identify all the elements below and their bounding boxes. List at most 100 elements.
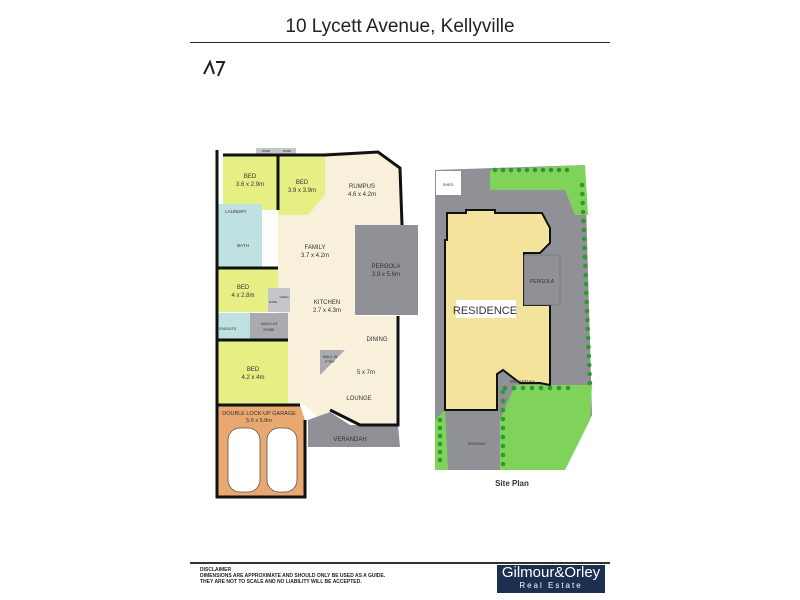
room-bed2	[278, 155, 325, 215]
tree-icon	[538, 385, 544, 391]
room-laundry	[217, 204, 262, 226]
logo-tagline: Real Estate	[519, 581, 583, 590]
svg-text:P'TRY: P'TRY	[325, 360, 336, 364]
tree-icon	[585, 335, 591, 341]
residence-label-bg	[456, 300, 516, 318]
tree-icon	[584, 290, 589, 296]
tree-icon	[586, 353, 592, 359]
tree-icon	[500, 443, 506, 449]
svg-text:PERGOLA: PERGOLA	[371, 264, 400, 270]
svg-text:VERANDAH: VERANDAH	[333, 437, 366, 443]
svg-text:3.7 x 4.2m: 3.7 x 4.2m	[301, 253, 329, 259]
svg-text:4 x 2.8m: 4 x 2.8m	[231, 293, 254, 299]
svg-text:ENSUITE: ENSUITE	[219, 326, 237, 331]
site-lawn	[490, 165, 588, 215]
svg-text:5.6 x 5.8m: 5.6 x 5.8m	[246, 418, 272, 424]
tree-icon	[500, 434, 506, 440]
tree-icon	[582, 263, 588, 269]
tree-icon	[581, 227, 587, 233]
tree-icon	[437, 433, 443, 439]
svg-text:VERANDAH: VERANDAH	[509, 379, 534, 384]
svg-text:LINEN: LINEN	[280, 295, 289, 299]
svg-text:BATH: BATH	[237, 243, 249, 248]
tree-icon	[520, 385, 526, 391]
site-lawn-rear	[500, 385, 592, 470]
tree-icon	[529, 385, 535, 391]
disclaimer-title: DISCLAIMER	[200, 567, 232, 573]
svg-text:KITCHEN: KITCHEN	[314, 300, 340, 306]
svg-text:ROBE: ROBE	[263, 327, 275, 332]
tree-icons	[437, 167, 593, 467]
svg-text:WALK-IN: WALK-IN	[261, 321, 278, 326]
svg-text:5 x 7m: 5 x 7m	[357, 370, 375, 376]
room-bed1	[223, 155, 278, 210]
room-pergola	[355, 225, 418, 315]
tree-icon	[500, 407, 506, 413]
svg-text:ROBE: ROBE	[269, 300, 278, 304]
tree-icon	[586, 344, 591, 350]
tree-icon	[500, 416, 506, 422]
svg-text:BED: BED	[296, 180, 309, 186]
footer-divider	[190, 562, 610, 564]
svg-text:BED: BED	[237, 285, 250, 291]
tree-icon	[547, 385, 553, 391]
room-bed3	[217, 268, 278, 312]
svg-text:3.6 x 2.9m: 3.6 x 2.9m	[236, 182, 264, 188]
tree-icon	[548, 167, 554, 173]
room-living	[278, 152, 402, 425]
svg-text:FAMILY: FAMILY	[305, 245, 326, 251]
svg-text:DOUBLE LOCK-UP GARAGE: DOUBLE LOCK-UP GARAGE	[222, 411, 296, 417]
tree-icon	[587, 371, 592, 377]
svg-text:LAUNDRY: LAUNDRY	[225, 209, 246, 214]
tree-icon	[500, 167, 506, 173]
tree-icon	[580, 209, 586, 215]
site-plan: SHED PERGOLA RESIDENCE VERANDAH DRIVEWAY…	[435, 165, 593, 488]
tree-icon	[492, 167, 498, 173]
tree-icon	[579, 182, 585, 188]
tree-icon	[437, 457, 443, 463]
svg-text:SHED: SHED	[442, 182, 453, 187]
disclaimer: DISCLAIMER DIMENSIONS ARE APPROXIMATE AN…	[200, 567, 385, 585]
svg-text:BED: BED	[247, 367, 260, 373]
svg-text:Site Plan: Site Plan	[495, 479, 529, 488]
tree-icon	[524, 167, 530, 173]
tree-icon	[565, 385, 571, 391]
tree-icon	[584, 299, 589, 305]
svg-text:RUMPUS: RUMPUS	[349, 184, 375, 190]
tree-icon	[581, 236, 587, 242]
tree-icon	[532, 167, 538, 173]
tree-icon	[508, 167, 514, 173]
tree-icon	[500, 461, 506, 467]
tree-icon	[580, 200, 586, 206]
tree-icon	[437, 425, 443, 431]
room-robes	[268, 288, 290, 312]
site-pergola	[523, 254, 561, 306]
site-shed	[436, 171, 461, 195]
tree-icon	[516, 167, 522, 173]
svg-text:3.9 x 5.6m: 3.9 x 5.6m	[372, 272, 400, 278]
tree-icon	[437, 449, 443, 455]
room-robes-top	[256, 148, 296, 156]
tree-icon	[585, 317, 590, 323]
tree-icon	[500, 398, 506, 404]
room-ensuite	[217, 313, 250, 339]
tree-icon	[437, 441, 443, 447]
svg-text:2.7 x 4.3m: 2.7 x 4.3m	[313, 308, 341, 314]
tree-icon	[556, 385, 562, 391]
tree-icon	[583, 281, 589, 287]
tree-icon	[582, 245, 587, 251]
tree-icon	[500, 389, 506, 395]
tree-icon	[500, 452, 506, 458]
logo-name: Gilmour&Orley	[501, 564, 601, 581]
tree-icon	[437, 417, 443, 423]
svg-text:BED: BED	[244, 174, 257, 180]
room-pantry	[320, 350, 345, 375]
tree-icon	[511, 385, 517, 391]
tree-icon	[584, 308, 590, 314]
tree-icon	[586, 362, 592, 368]
tree-icon	[540, 167, 546, 173]
tree-icon	[582, 254, 588, 260]
